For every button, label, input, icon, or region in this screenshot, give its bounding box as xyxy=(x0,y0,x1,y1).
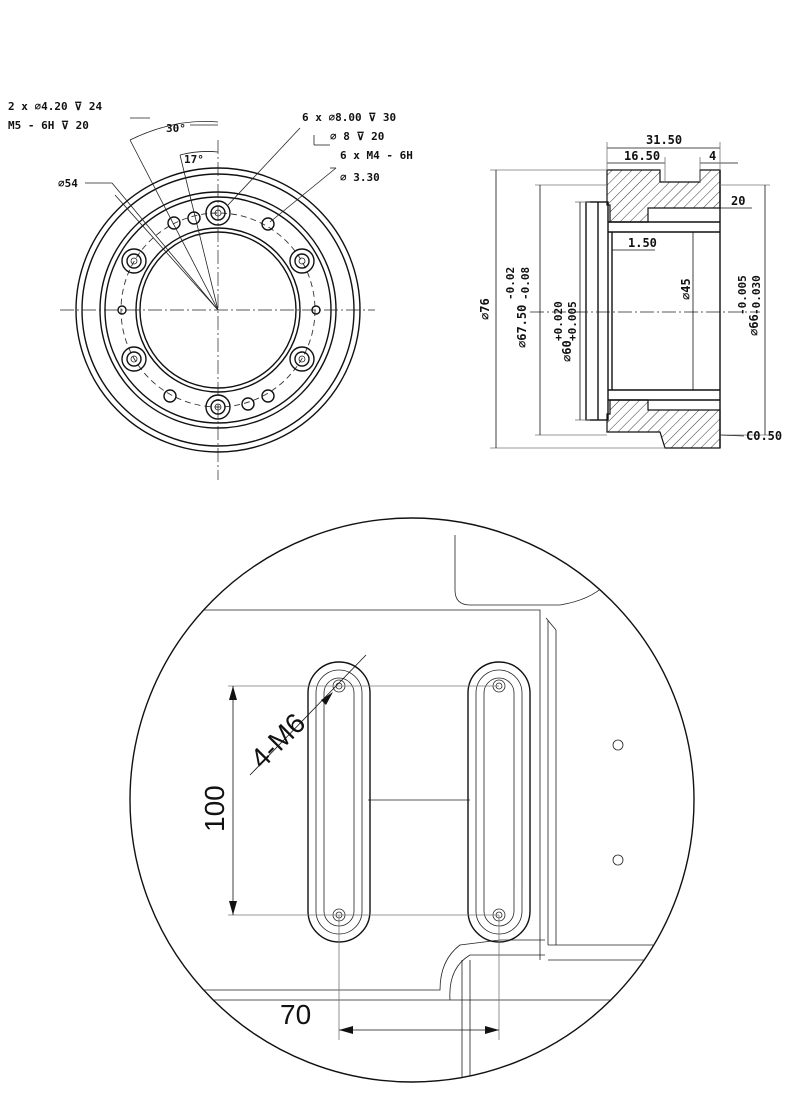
threaded-hole xyxy=(187,211,201,225)
label-spacing-horizontal: 70 xyxy=(280,999,311,1030)
dim-d60: ⌀60 xyxy=(560,340,574,362)
threaded-hole xyxy=(167,216,181,230)
counterbore-hole xyxy=(289,346,315,372)
note-angle-outer: 30° xyxy=(166,122,186,135)
dim-16-50: 16.50 xyxy=(624,149,660,163)
note-cbore-c: 6 x M4 - 6H xyxy=(340,149,413,162)
slot-right xyxy=(467,661,531,943)
dim-31-50: 31.50 xyxy=(646,133,682,147)
threaded-hole xyxy=(163,389,177,403)
dim-d60-lower: +0.005 xyxy=(566,301,579,341)
threaded-hole xyxy=(261,389,275,403)
section-view: 31.50 16.50 4 20 1.50 ⌀45 ⌀76 ⌀67.50 -0.… xyxy=(478,133,782,449)
dim-d45: ⌀45 xyxy=(679,278,693,300)
dim-20: 20 xyxy=(731,194,745,208)
counterbore-hole xyxy=(205,394,231,420)
dim-d66-upper: -0.005 xyxy=(736,275,749,315)
counterbore-hole xyxy=(205,200,231,226)
dim-d76: ⌀76 xyxy=(478,298,492,320)
dim-4: 4 xyxy=(709,149,716,163)
slot-left xyxy=(307,661,371,943)
pin-hole xyxy=(117,305,127,315)
dim-chamfer: C0.50 xyxy=(746,429,782,443)
note-cbore-a: 6 x ⌀8.00 ⊽ 30 xyxy=(302,111,396,124)
label-spacing-vertical: 100 xyxy=(199,785,230,832)
dim-d66: ⌀66 xyxy=(747,314,761,336)
dim-1-50: 1.50 xyxy=(628,236,657,250)
dim-d60-upper: +0.020 xyxy=(552,301,565,341)
front-view: 2 x ⌀4.20 ⊽ 24 M5 - 6H ⊽ 20 30° 17° ⌀54 … xyxy=(8,100,413,480)
note-cbore-b: ⌀ 8 ⊽ 20 xyxy=(330,130,384,143)
threaded-hole xyxy=(241,397,255,411)
dim-d67-upper: -0.02 xyxy=(504,267,517,300)
pin-hole xyxy=(311,305,321,315)
detail-boundary xyxy=(129,517,695,1083)
note-diameter-54: ⌀54 xyxy=(58,177,78,190)
dim-d66-lower: -0.030 xyxy=(750,275,763,315)
note-tapped-holes-b: M5 - 6H ⊽ 20 xyxy=(8,119,89,132)
threaded-hole xyxy=(261,217,275,231)
detail-view: 4-M6 100 70 xyxy=(129,517,695,1083)
reference-hole xyxy=(612,739,624,751)
reference-hole xyxy=(612,854,624,866)
label-thread: 4-M6 xyxy=(244,707,311,774)
dim-d67-lower: -0.08 xyxy=(519,267,532,300)
note-pin-hole: ⌀ 3.30 xyxy=(340,171,380,184)
counterbore-hole xyxy=(121,248,147,274)
counterbore-hole xyxy=(289,248,315,274)
note-angle-inner: 17° xyxy=(184,153,204,166)
dim-d67-50: ⌀67.50 xyxy=(515,305,529,348)
counterbore-hole xyxy=(121,346,147,372)
note-tapped-holes-a: 2 x ⌀4.20 ⊽ 24 xyxy=(8,100,103,113)
